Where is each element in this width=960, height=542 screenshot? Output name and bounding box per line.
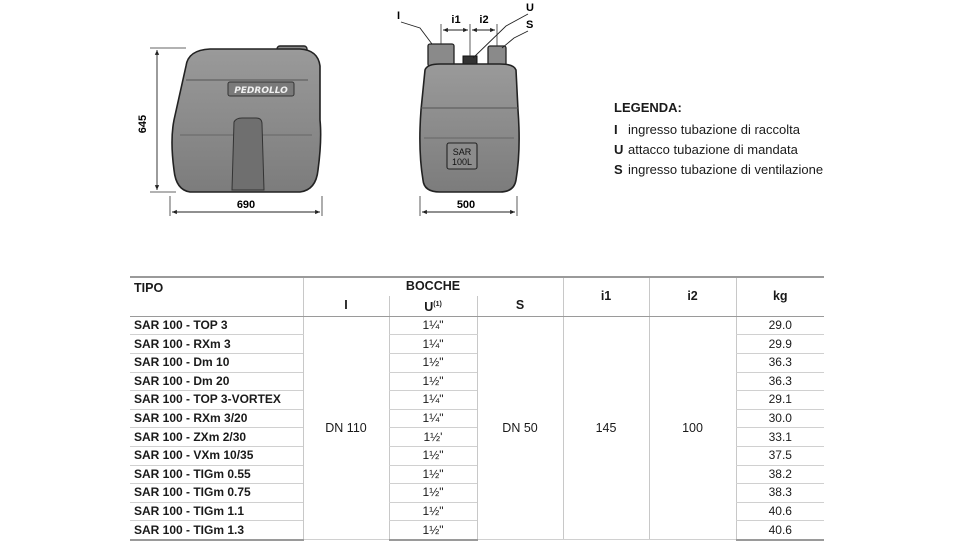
table-row: SAR 100 - TIGm 0.55 1½" 38.2 — [130, 465, 825, 485]
cell-u: 1½' — [388, 427, 477, 447]
table-row: SAR 100 - ZXm 2/30 1½' 33.1 — [130, 427, 825, 447]
dim-width-label: 690 — [237, 199, 255, 211]
cell-tipo: SAR 100 - TOP 3 — [130, 316, 303, 336]
front-dimensions: 645 690 — [137, 47, 323, 216]
table-row: SAR 100 - Dm 20 1½" 36.3 — [130, 372, 825, 392]
cell-tipo: SAR 100 - TIGm 0.55 — [130, 465, 303, 485]
cell-tipo: SAR 100 - TIGm 1.1 — [130, 502, 303, 522]
cell-kg: 30.0 — [735, 409, 825, 429]
front-view-tank: PEDROLLO — [171, 45, 322, 193]
header-i2: i2 — [648, 275, 737, 317]
cell-kg: 36.3 — [735, 372, 825, 392]
cell-kg: 33.1 — [735, 427, 825, 447]
cell-tipo: SAR 100 - RXm 3 — [130, 334, 303, 354]
callout-i2: i2 — [479, 14, 488, 26]
callout-S: S — [526, 19, 533, 31]
dim-depth-label: 500 — [457, 199, 475, 211]
legend-key: S — [614, 162, 623, 177]
cell-kg: 29.1 — [735, 390, 825, 410]
legend-key: I — [614, 122, 618, 137]
legend-item: U attacco tubazione di mandata — [614, 140, 823, 160]
cell-tipo: SAR 100 - TIGm 1.3 — [130, 520, 303, 541]
legend: LEGENDA: I ingresso tubazione di raccolt… — [614, 98, 823, 180]
cell-kg: 38.3 — [735, 483, 825, 503]
table-row: SAR 100 - TIGm 1.1 1½" 40.6 — [130, 502, 825, 522]
legend-text: attacco tubazione di mandata — [628, 142, 798, 157]
cell-tipo: SAR 100 - Dm 20 — [130, 372, 303, 392]
header-u: U(1) — [388, 295, 477, 317]
cell-u: 1½" — [388, 520, 477, 541]
cell-kg: 38.2 — [735, 465, 825, 485]
legend-key: U — [614, 142, 624, 157]
cell-u: 1½" — [388, 465, 477, 485]
table-row: SAR 100 - RXm 3/20 1¼" 30.0 — [130, 409, 825, 429]
cell-u: 1¼" — [388, 334, 477, 354]
side-label-100l: 100L — [452, 157, 472, 167]
cell-kg: 29.9 — [735, 334, 825, 354]
cell-u: 1½" — [388, 502, 477, 522]
table-row: SAR 100 - TIGm 1.3 1½" 40.6 — [130, 520, 825, 541]
header-kg: kg — [735, 275, 825, 317]
cell-kg: 36.3 — [735, 353, 825, 373]
header-u-text: U — [424, 299, 434, 314]
cell-tipo: SAR 100 - Dm 10 — [130, 353, 303, 373]
cell-i: DN 110 — [302, 316, 389, 541]
header-tipo: TIPO — [130, 275, 303, 317]
cell-u: 1¼" — [388, 390, 477, 410]
cell-tipo: SAR 100 - RXm 3/20 — [130, 409, 303, 429]
legend-text: ingresso tubazione di ventilazione — [628, 162, 824, 177]
cell-u: 1¼" — [388, 409, 477, 429]
header-i: I — [302, 295, 389, 317]
cell-i2: 100 — [648, 316, 737, 541]
cell-kg: 29.0 — [735, 316, 825, 336]
legend-text: ingresso tubazione di raccolta — [628, 122, 800, 137]
cell-u: 1½" — [388, 372, 477, 392]
legend-item: I ingresso tubazione di raccolta — [614, 120, 823, 140]
cell-kg: 37.5 — [735, 446, 825, 466]
table-row: SAR 100 - TOP 3-VORTEX 1¼" 29.1 — [130, 390, 825, 410]
cell-tipo: SAR 100 - TIGm 0.75 — [130, 483, 303, 503]
side-label-sar: SAR — [453, 147, 472, 157]
spec-table: TIPO BOCCHE i1 i2 kg I U(1) S SAR 100 - … — [130, 275, 825, 541]
dim-height-label: 645 — [137, 115, 149, 133]
table-row: SAR 100 - TIGm 0.75 1½" 38.3 — [130, 483, 825, 503]
technical-drawing: PEDROLLO 645 690 SAR 100L 500 i1 i2 — [137, 2, 534, 216]
cell-u: 1¼" — [388, 316, 477, 336]
header-i1: i1 — [562, 275, 650, 317]
side-dimensions: 500 i1 i2 I U S — [397, 2, 534, 216]
brand-logo: PEDROLLO — [234, 86, 288, 96]
callout-U: U — [526, 2, 534, 14]
callout-i1: i1 — [451, 14, 460, 26]
cell-tipo: SAR 100 - VXm 10/35 — [130, 446, 303, 466]
cell-s: DN 50 — [476, 316, 564, 541]
cell-u: 1½" — [388, 353, 477, 373]
cell-tipo: SAR 100 - ZXm 2/30 — [130, 427, 303, 447]
cell-kg: 40.6 — [735, 502, 825, 522]
header-s: S — [476, 295, 564, 317]
cell-u: 1½" — [388, 483, 477, 503]
header-u-sup: (1) — [433, 300, 442, 308]
cell-i1: 145 — [562, 316, 650, 541]
cell-tipo: SAR 100 - TOP 3-VORTEX — [130, 390, 303, 410]
callout-I: I — [397, 10, 400, 22]
side-view-tank: SAR 100L — [419, 43, 520, 193]
table-row: SAR 100 - RXm 3 1¼" 29.9 — [130, 334, 825, 354]
cell-kg: 40.6 — [735, 520, 825, 541]
legend-title: LEGENDA: — [614, 100, 682, 115]
table-row: SAR 100 - VXm 10/35 1½" 37.5 — [130, 446, 825, 466]
cell-u: 1½" — [388, 446, 477, 466]
header-bocche: BOCCHE — [302, 276, 564, 296]
table-row: SAR 100 - Dm 10 1½" 36.3 — [130, 353, 825, 373]
legend-item: S ingresso tubazione di ventilazione — [614, 160, 823, 180]
